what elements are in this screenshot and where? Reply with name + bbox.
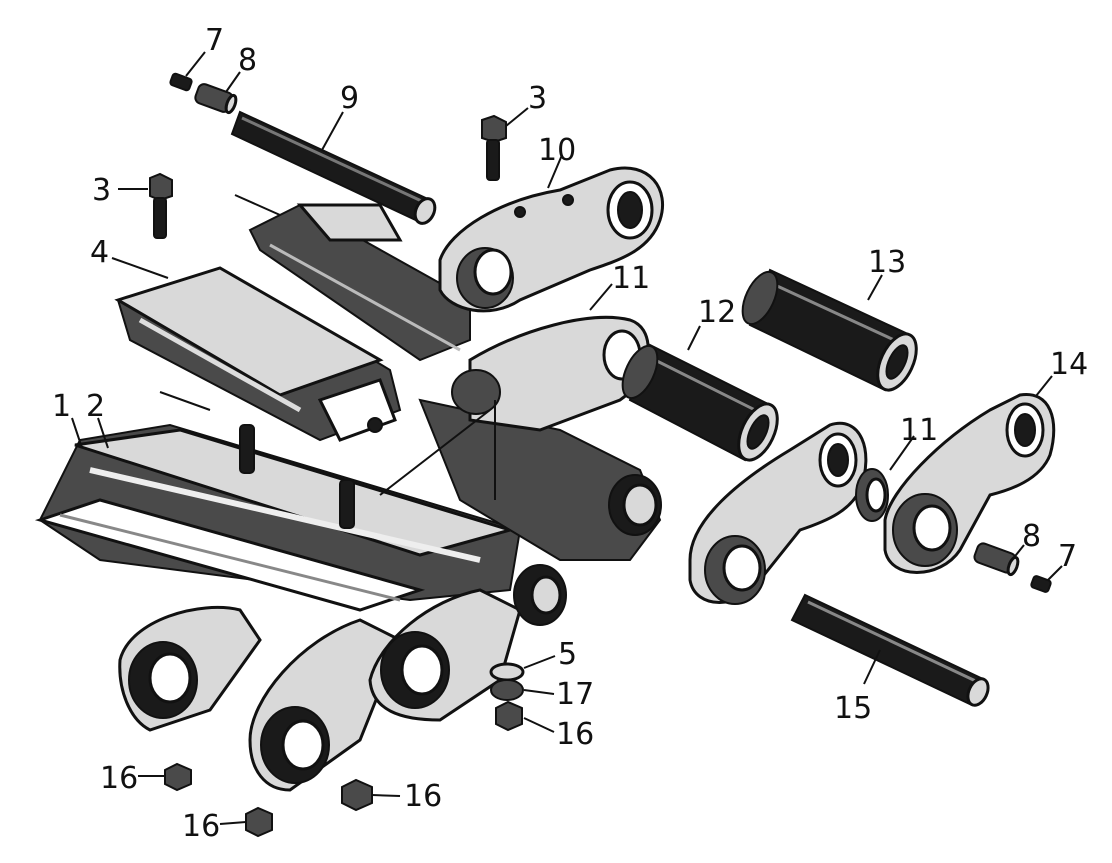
callout-14: 14	[1050, 347, 1088, 382]
part-16-nut-center	[495, 700, 523, 732]
callout-16-bottom: 16	[182, 809, 220, 844]
upper-track-shoe-segment	[248, 203, 471, 362]
callout-10: 10	[538, 133, 576, 168]
exploded-track-link-left	[688, 421, 868, 605]
callout-7-right: 7	[1058, 539, 1077, 574]
callout-13: 13	[868, 245, 906, 280]
part-16-nut-bottom	[245, 806, 273, 838]
part-9-track-pin	[230, 110, 437, 225]
part-13-bushing	[741, 268, 918, 392]
callout-16-left: 16	[100, 761, 138, 796]
part-17-spring-washer	[490, 679, 524, 701]
part-12-bushing	[621, 343, 779, 462]
callout-12: 12	[698, 295, 736, 330]
callout-16-center: 16	[556, 717, 594, 752]
part-1-2-main-track-shoe	[34, 423, 522, 612]
callout-1: 1	[52, 389, 71, 424]
callout-17: 17	[556, 677, 594, 712]
part-7-lock-pin-right	[1030, 575, 1052, 593]
part-8-bushing-small-right	[973, 542, 1020, 577]
part-11-seal-ring	[855, 468, 889, 522]
callout-2: 2	[86, 389, 105, 424]
callout-11-right: 11	[900, 413, 938, 448]
part-14-track-link	[883, 393, 1056, 574]
callout-9: 9	[340, 81, 359, 116]
callout-3-right: 3	[528, 81, 547, 116]
part-8-bushing-small	[194, 83, 238, 115]
callout-8-right: 8	[1022, 519, 1041, 554]
part-3-bolt-left	[149, 172, 173, 239]
callout-16-bottom-right: 16	[404, 779, 442, 814]
callout-8-top: 8	[238, 43, 257, 78]
callout-5: 5	[558, 637, 577, 672]
callout-15: 15	[834, 691, 872, 726]
part-5-washer	[489, 662, 525, 682]
callout-4: 4	[90, 235, 109, 270]
part-4-track-shoe	[114, 266, 402, 442]
callout-3-left: 3	[92, 173, 111, 208]
track-chain-links-assembly	[118, 315, 662, 792]
part-15-track-pin	[790, 593, 990, 707]
part-3-bolt-right	[481, 114, 507, 181]
callout-7-top: 7	[205, 23, 224, 58]
part-16-nut-left	[164, 762, 192, 792]
leader-lines	[71, 51, 1063, 825]
part-7-lock-pin	[169, 72, 193, 92]
part-10-track-link	[438, 166, 665, 313]
callout-11-top: 11	[612, 261, 650, 296]
part-16-nut-bottom-right	[341, 778, 373, 812]
